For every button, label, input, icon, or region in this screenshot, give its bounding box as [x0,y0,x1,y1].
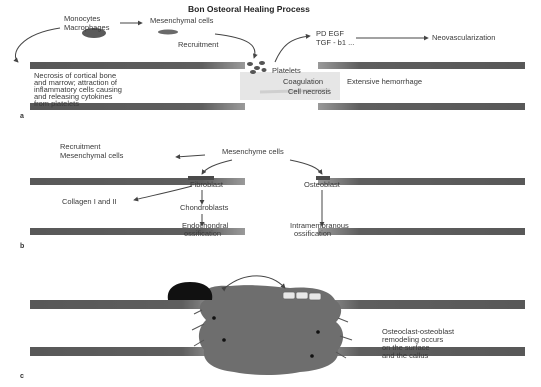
label-mesenchyme: Mesenchyme cells [222,148,284,157]
arrow-meso-left [176,155,205,157]
label-endochondral-2: ossification [184,230,221,239]
bone-upper-right-a [318,62,525,69]
label-mesenchymal-a: Mesenchymal cells [150,17,213,26]
label-neovascularization: Neovascularization [432,34,495,43]
label-chondroblasts: Chondroblasts [180,204,228,213]
label-tgf: TGF - b1 ... [316,39,354,48]
panel-b-graphics [30,155,525,235]
bone-upper-left-a [30,62,245,69]
label-collagen: Collagen I and II [62,198,117,207]
bone-lower-right-a [318,103,525,110]
osteoclast-cell [168,282,213,300]
bone-upper-right-c [318,300,525,309]
panel-c-graphics [30,276,525,375]
panel-letter-a: a [20,113,24,120]
callus-mass [199,285,343,375]
arrow-fibro-collagen [134,186,192,200]
label-cell-necrosis: Cell necrosis [288,88,331,97]
necrosis-line: from platelets [34,100,79,109]
label-mesenchymal-b: Mesenchymal cells [60,152,123,161]
osteoblast-chain [283,292,321,300]
arrow-to-platelets [215,34,255,58]
bone-upper-left-c [30,300,220,309]
remodeling-line: and the callus [382,352,428,361]
label-recruitment-a: Recruitment [178,41,218,50]
label-macrophages: Macrophages [64,24,109,33]
bone-lower-right-b [318,228,525,235]
panel-letter-b: b [20,243,24,250]
arrow-recruit-left [15,28,60,62]
arrow-to-fibroblast [202,160,232,174]
bone-lower-left-c [30,347,220,356]
arrow-platelets-up [275,36,310,62]
figure-title: Bon Osteoral Healing Process [188,4,310,14]
bone-upper-right-b [318,178,525,185]
label-hemorrhage: Extensive hemorrhage [347,78,422,87]
label-intramembranous-2: ossification [294,230,331,239]
label-platelets: Platelets [272,67,301,76]
panel-letter-c: c [20,373,24,380]
label-coagulation: Coagulation [283,78,323,87]
label-osteoblast: Osteoblast [304,181,340,190]
label-fibroblast: Fibroblast [190,181,223,190]
mesenchymal-cell-a [158,30,178,35]
arrow-to-osteoblast [290,160,322,174]
